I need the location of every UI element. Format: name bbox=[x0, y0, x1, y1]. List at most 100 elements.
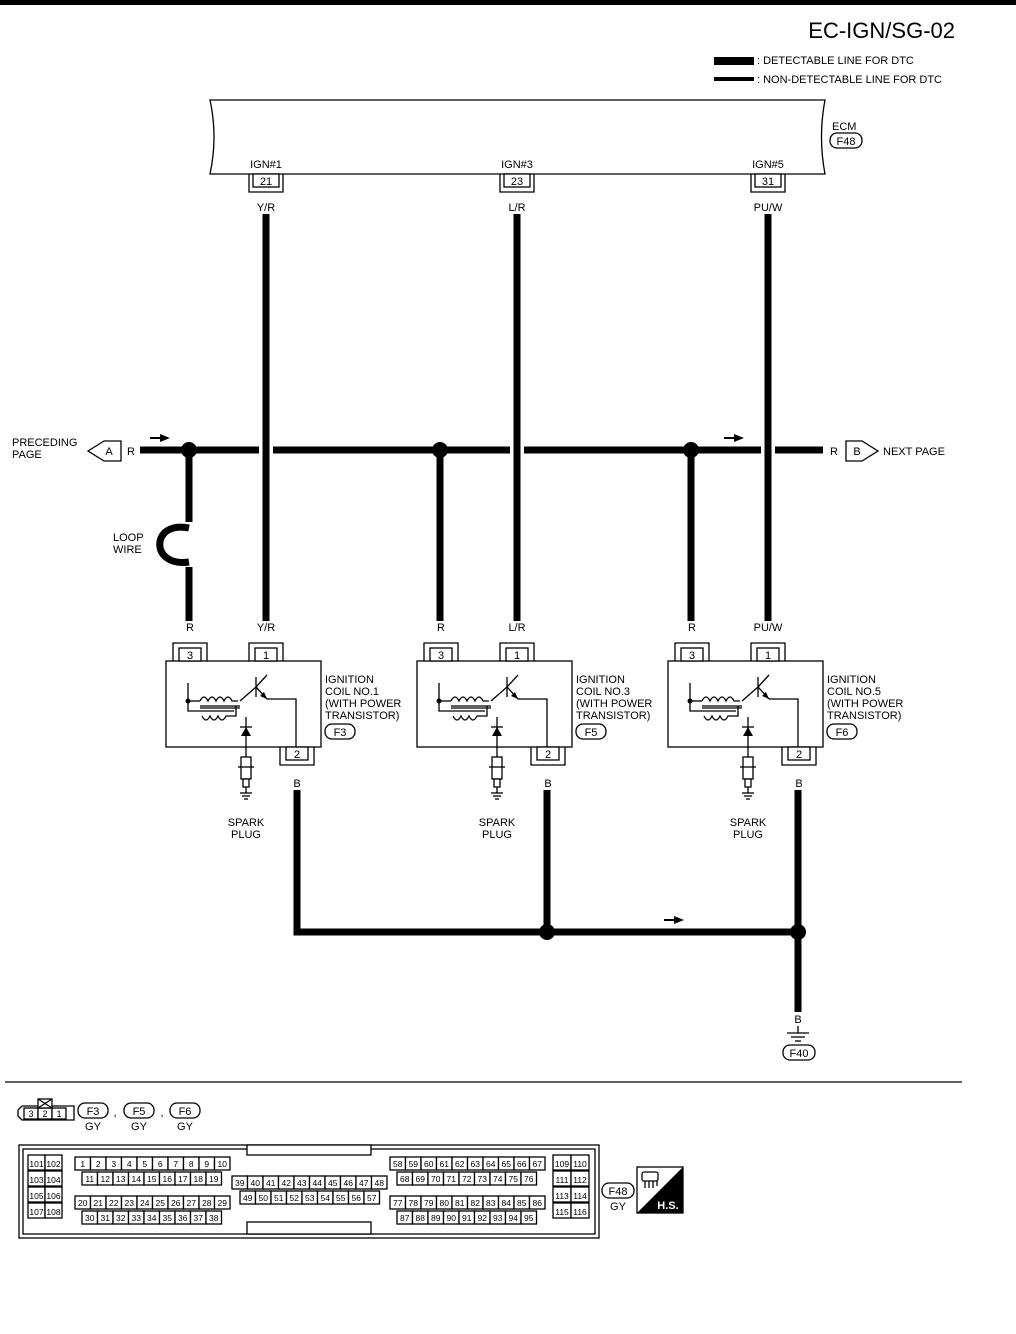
ecm-pin: 45 bbox=[328, 1178, 338, 1188]
ecm-pin: 106 bbox=[46, 1191, 60, 1201]
ecm-pin: 18 bbox=[194, 1174, 204, 1184]
ecm-pin: 105 bbox=[29, 1191, 43, 1201]
ecm-pin: 67 bbox=[533, 1159, 543, 1169]
ecm-pin: 42 bbox=[282, 1178, 292, 1188]
ecm-pin: 7 bbox=[173, 1159, 178, 1169]
small-pin-1: 1 bbox=[56, 1109, 61, 1119]
ecm-pin: 62 bbox=[455, 1159, 465, 1169]
ground-connector-badge bbox=[782, 1044, 816, 1061]
ecm-pin: 83 bbox=[486, 1198, 496, 1208]
conn-sep-2: , bbox=[160, 1107, 163, 1119]
ecm-pin: 6 bbox=[158, 1159, 163, 1169]
ecm-pin: 81 bbox=[455, 1198, 465, 1208]
loop-wire-line2: WIRE bbox=[113, 544, 142, 556]
coil-wire-ground: B bbox=[795, 778, 802, 790]
ground-bus bbox=[293, 790, 806, 1012]
ecm-connector-label: F48 bbox=[837, 136, 856, 148]
ecm-pin: 3 bbox=[111, 1159, 116, 1169]
ecm-pin: 64 bbox=[486, 1159, 496, 1169]
ecm-pin: 33 bbox=[132, 1213, 142, 1223]
ecm-pin: 104 bbox=[46, 1175, 60, 1185]
coil-connector-label: F6 bbox=[836, 727, 849, 739]
ecm-signal-ign5: IGN#5 bbox=[752, 159, 784, 171]
coil-pin-r: 3 bbox=[438, 650, 444, 662]
ecm-pin: 114 bbox=[573, 1191, 587, 1201]
conn-f6-color: GY bbox=[177, 1121, 194, 1133]
top-border bbox=[0, 0, 1016, 5]
ecm-pin: 26 bbox=[171, 1198, 181, 1208]
small-connector-face: 3 2 1 bbox=[17, 1098, 75, 1121]
ecm-pin: 101 bbox=[29, 1159, 43, 1169]
small-pin-3: 3 bbox=[28, 1109, 33, 1119]
ecm-pin: 65 bbox=[502, 1159, 512, 1169]
small-connector-names: F3 GY , F5 GY , F6 GY bbox=[77, 1102, 201, 1133]
ecm-pin: 109 bbox=[555, 1159, 569, 1169]
wire-color-r-left: R bbox=[127, 446, 135, 458]
loop-wire-line1: LOOP bbox=[113, 532, 144, 544]
r-branch-1 bbox=[156, 450, 193, 621]
ecm-pin: 82 bbox=[471, 1198, 481, 1208]
conn-f3-name: F3 bbox=[87, 1106, 100, 1118]
ecm-pin: 12 bbox=[101, 1174, 111, 1184]
ecm-pin: 88 bbox=[416, 1213, 426, 1223]
ecm-pin: 24 bbox=[140, 1198, 150, 1208]
coil-pin-signal: 1 bbox=[514, 650, 520, 662]
ecm-pin: 31 bbox=[101, 1213, 111, 1223]
ecm-pin: 49 bbox=[243, 1193, 253, 1203]
wire-color-lr-top: L/R bbox=[508, 202, 525, 214]
coil-pin-ground: 2 bbox=[294, 749, 300, 761]
ecm-pin: 35 bbox=[163, 1213, 173, 1223]
ecm-pin: 53 bbox=[305, 1193, 315, 1203]
preceding-page-ref: A bbox=[86, 440, 122, 462]
preceding-page-line1: PRECEDING bbox=[12, 437, 77, 449]
coil-wire-signal: Y/R bbox=[257, 622, 275, 634]
ecm-pin: 40 bbox=[251, 1178, 261, 1188]
ecm-pin: 63 bbox=[471, 1159, 481, 1169]
spark-plug-icon bbox=[739, 746, 757, 800]
coil-description-line3: (WITH POWER bbox=[576, 698, 652, 710]
ecm-pin-number-31: 31 bbox=[762, 176, 774, 188]
ecm-pin-ign3: IGN#3 23 L/R bbox=[499, 159, 535, 214]
ground-symbol bbox=[787, 1026, 809, 1042]
ecm-signal-ign3: IGN#3 bbox=[501, 159, 533, 171]
spark-plug-line2: PLUG bbox=[482, 829, 512, 841]
coil-description-line1: IGNITION bbox=[325, 674, 374, 686]
ecm-pin: 25 bbox=[156, 1198, 166, 1208]
wire-color-yr-top: Y/R bbox=[257, 202, 275, 214]
preceding-ref-letter: A bbox=[105, 446, 113, 458]
ecm-pin: 76 bbox=[524, 1174, 534, 1184]
coil-description-line4: TRANSISTOR) bbox=[325, 710, 399, 722]
ecm-pin: 61 bbox=[440, 1159, 450, 1169]
ecm-pin: 38 bbox=[209, 1213, 219, 1223]
ecm-pin: 69 bbox=[416, 1174, 426, 1184]
ecm-pin: 79 bbox=[424, 1198, 434, 1208]
coil-wire-signal: PU/W bbox=[754, 622, 783, 634]
ecm-pin: 72 bbox=[462, 1174, 472, 1184]
ecm-pin: 68 bbox=[400, 1174, 410, 1184]
coil-connector-label: F3 bbox=[334, 727, 347, 739]
ecm-pin-ign1: IGN#1 21 Y/R bbox=[248, 159, 284, 214]
ecm-pin: 5 bbox=[142, 1159, 147, 1169]
ecm-pin: 108 bbox=[46, 1207, 60, 1217]
ecm-pin: 93 bbox=[493, 1213, 503, 1223]
coil-pin-r: 3 bbox=[187, 650, 193, 662]
ecm-pin: 116 bbox=[573, 1207, 587, 1217]
ecm-face-name: F48 bbox=[609, 1186, 628, 1198]
coil-description-line4: TRANSISTOR) bbox=[576, 710, 650, 722]
ecm-pin: 17 bbox=[178, 1174, 188, 1184]
ecm-pin: 41 bbox=[266, 1178, 276, 1188]
ecm-pin: 74 bbox=[493, 1174, 503, 1184]
ecm-pin: 50 bbox=[259, 1193, 269, 1203]
ecm-pin: 15 bbox=[147, 1174, 157, 1184]
ecm-pin: 37 bbox=[194, 1213, 204, 1223]
coil-description-line3: (WITH POWER bbox=[325, 698, 401, 710]
ecm-pin: 1 bbox=[80, 1159, 85, 1169]
coil-description-line3: (WITH POWER bbox=[827, 698, 903, 710]
ecm-pin: 89 bbox=[431, 1213, 441, 1223]
legend-thin-line bbox=[714, 77, 754, 81]
ecm-pin: 58 bbox=[393, 1159, 403, 1169]
ecm-pin: 92 bbox=[478, 1213, 488, 1223]
